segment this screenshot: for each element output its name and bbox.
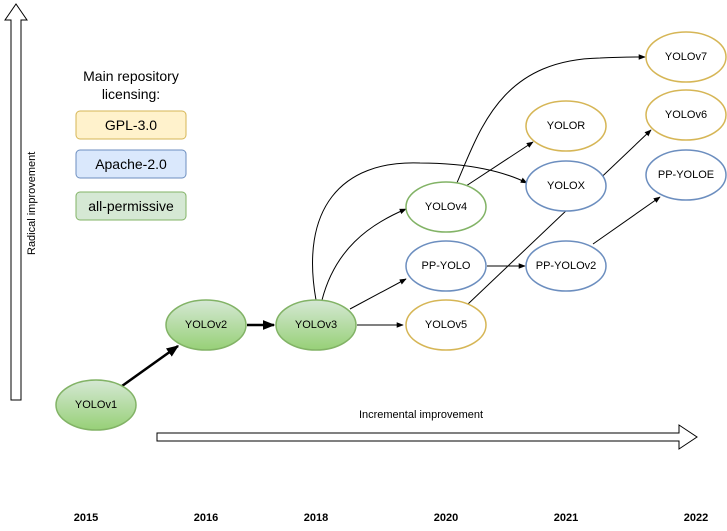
legend-label-gpl: GPL-3.0 xyxy=(105,117,157,133)
node-yolov5-label: YOLOv5 xyxy=(425,319,467,331)
node-ppyolo-label: PP-YOLO xyxy=(422,260,471,272)
legend-label-apache: Apache-2.0 xyxy=(95,156,167,172)
year-2018: 2018 xyxy=(304,512,328,524)
node-ppyolo: PP-YOLO xyxy=(405,240,487,292)
node-yolov2-label: YOLOv2 xyxy=(185,319,227,331)
node-yolov7-shape xyxy=(645,31,727,83)
node-yolov5: YOLOv5 xyxy=(405,299,487,351)
node-yolov7-label: YOLOv7 xyxy=(665,51,707,63)
node-yolov5-shape xyxy=(405,299,487,351)
node-ppyolov2: PP-YOLOv2 xyxy=(525,240,607,292)
edge-yolov4-yolov7 xyxy=(455,54,646,186)
node-yolov7: YOLOv7 xyxy=(645,31,727,83)
node-yolov4-label: YOLOv4 xyxy=(425,201,467,213)
year-2020: 2020 xyxy=(434,512,458,524)
node-ppyolov2-shape xyxy=(525,240,607,292)
node-yolov6-label: YOLOv6 xyxy=(665,109,707,121)
node-yolov2: YOLOv2 xyxy=(165,299,247,351)
edge-yolov3-ppyolo xyxy=(349,278,407,310)
legend-swatch-apache xyxy=(75,149,187,179)
year-2016: 2016 xyxy=(194,512,218,524)
node-yolov1-shape xyxy=(55,379,137,431)
nodes: YOLOv1 YOLOv2 YOLOv3 YOLOv4 PP-YOLO YOLO… xyxy=(55,31,727,431)
edge-ppyolov2-ppyoloe xyxy=(592,196,661,245)
year-2022: 2022 xyxy=(684,512,708,524)
legend-swatch-permissive xyxy=(75,191,187,221)
licensing-legend: Main repository licensing: GPL-3.0 Apach… xyxy=(75,68,187,221)
legend-swatch-gpl xyxy=(75,110,187,140)
incremental-improvement-axis: Incremental improvement xyxy=(156,409,698,450)
node-yolov1-label: YOLOv1 xyxy=(75,399,117,411)
node-yolov3-shape xyxy=(275,299,357,351)
edge-yolov1-yolov2 xyxy=(121,344,180,388)
node-yolov1: YOLOv1 xyxy=(55,379,137,431)
legend-title-line1: Main repository xyxy=(83,68,179,84)
node-yolov3: YOLOv3 xyxy=(275,299,357,351)
edge-yolov3-yolox xyxy=(312,162,528,301)
node-yolov3-label: YOLOv3 xyxy=(295,319,337,331)
horizontal-axis-label: Incremental improvement xyxy=(359,409,483,421)
node-ppyoloe-label: PP-YOLOE xyxy=(658,169,714,181)
radical-improvement-axis: Radical improvement xyxy=(4,3,38,401)
horizontal-axis-arrow xyxy=(156,424,698,450)
node-yolov6-shape xyxy=(645,89,727,141)
node-ppyoloe-shape xyxy=(645,149,727,201)
node-yolox: YOLOX xyxy=(525,160,607,212)
node-yolor-shape xyxy=(525,100,607,152)
node-yolox-label: YOLOX xyxy=(547,180,586,192)
edge-yolov5-yolov6 xyxy=(467,129,652,305)
node-yolov6: YOLOv6 xyxy=(645,89,727,141)
node-ppyolov2-label: PP-YOLOv2 xyxy=(536,260,597,272)
vertical-axis-arrow xyxy=(4,3,28,401)
year-2015: 2015 xyxy=(74,512,98,524)
legend-title-line2: licensing: xyxy=(102,86,160,102)
vertical-axis-label: Radical improvement xyxy=(26,152,38,255)
node-ppyoloe: PP-YOLOE xyxy=(645,149,727,201)
node-yolox-shape xyxy=(525,160,607,212)
year-2021: 2021 xyxy=(554,512,578,524)
edge-yolov4-yolor xyxy=(465,141,534,187)
node-ppyolo-shape xyxy=(405,240,487,292)
legend-label-permissive: all-permissive xyxy=(88,198,174,214)
node-yolov4: YOLOv4 xyxy=(405,181,487,233)
edges xyxy=(121,54,661,388)
edge-yolov3-yolov4 xyxy=(321,208,407,301)
node-yolov4-shape xyxy=(405,181,487,233)
node-yolor-label: YOLOR xyxy=(547,120,586,132)
node-yolor: YOLOR xyxy=(525,100,607,152)
year-labels: 2015 2016 2018 2020 2021 2022 xyxy=(74,512,708,524)
node-yolov2-shape xyxy=(165,299,247,351)
